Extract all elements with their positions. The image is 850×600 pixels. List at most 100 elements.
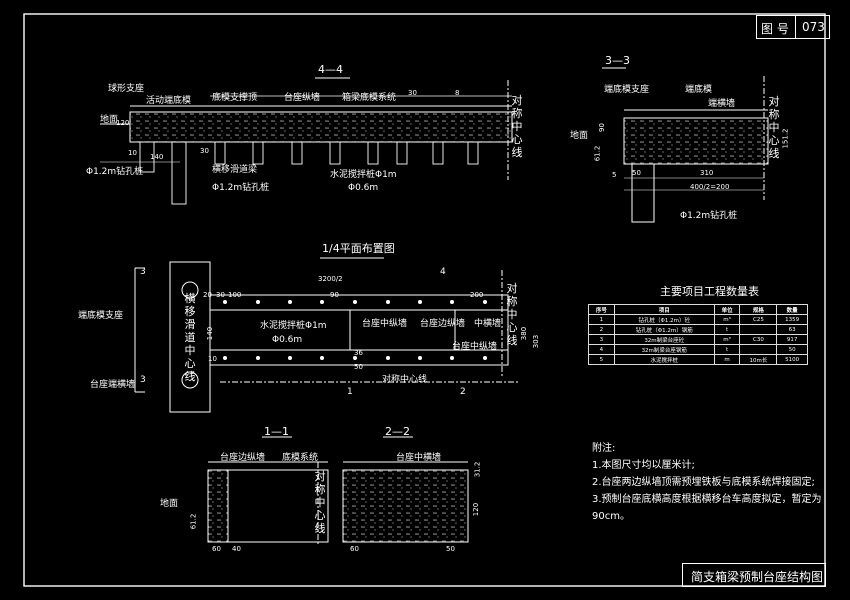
dim-100-plan: 100 [228,291,242,299]
table-cell: t [713,324,741,335]
label-transverse-beam: 横移滑道梁 [212,165,258,175]
dim-380-plan: 380 [520,326,529,341]
label-mid-transverse-wall-22: 台座中横墙 [396,453,442,463]
label-symmetry-axis-11: 对称中心线 [314,470,326,535]
section-1-1 [207,436,329,545]
section-2-2 [342,436,469,543]
table-row: 5 水泥搅拌桩 m 10m长 5100 [588,354,808,365]
dim-50-plan: 50 [354,363,363,371]
col-spec: 规格 [739,304,778,315]
plan-view [134,257,520,413]
table-cell: C25 [739,314,778,325]
section-1-1-title: 1—1 [264,425,289,438]
dim-20-plan: 20 [203,291,212,299]
table-cell: m³ [713,314,741,325]
drawing-number-label: 图 号 [761,22,789,36]
notes-title: 附注: [592,443,616,454]
label-box-bottom-form: 箱梁底模系统 [342,93,397,103]
label-side-long-wall: 台座边纵墙 [420,319,466,329]
plan-marker-1: 1 [347,387,353,397]
label-pedestal-long-wall: 台座纵墙 [284,93,321,103]
table-row: 1 钻孔桩（Φ1.2m）砼 m³ C25 1359 [588,314,808,325]
table-cell: C30 [739,334,778,345]
section-3-3 [602,67,769,223]
drawing-number-value: 073 [802,20,825,34]
quantity-table-header: 序号 项目 单位 规格 数量 [588,304,808,315]
dim-90-plan: 90 [330,291,339,299]
table-cell: 2 [588,324,615,335]
table-cell: 10m长 [739,354,778,365]
table-cell: t [713,344,741,355]
plan-marker-2: 2 [460,387,466,397]
col-qty: 数量 [776,304,808,315]
label-end-transverse-wall-plan: 台座端横墙 [90,380,136,390]
dim-120-44: 120 [116,119,130,127]
dim-61-33: 61.2 [593,145,602,162]
dim-5-33: 5 [612,171,617,179]
drawing-title: 简支箱梁预制台座结构图 [691,570,824,584]
label-center-long-wall: 台座中纵墙 [452,342,498,352]
table-cell: 63 [776,324,808,335]
table-cell: 钻孔桩（Φ1.2m）钢筋 [613,324,715,335]
dim-60-11: 60 [212,545,221,553]
table-cell: 5 [588,354,615,365]
note-item: 3.预制台座底横高度根据横移台车高度拟定，暂定为90cm。 [592,494,822,522]
label-slide-track: 横移滑道中心线 [184,292,196,383]
dim-90-33: 90 [597,123,606,132]
quantity-table: 序号 项目 单位 规格 数量 1 钻孔桩（Φ1.2m）砼 m³ C25 1359… [588,304,808,365]
dim-36-plan: 36 [354,349,363,357]
label-bored-pile-44b: Φ1.2m钻孔桩 [212,183,270,193]
dim-8-44: 8 [455,89,460,97]
table-cell [739,344,778,355]
label-cement-pile-44: 水泥搅拌桩Φ1m [330,170,397,180]
section-4-4 [100,77,513,205]
table-cell: 3 [588,334,615,345]
dim-151-33: 151.2 [781,128,790,149]
table-row: 2 钻孔桩（Φ1.2m）钢筋 t 63 [588,324,808,335]
note-item: 1.本图尺寸均以厘米计; [592,460,695,471]
table-cell [739,324,778,335]
plan-title: 1/4平面布置图 [322,242,395,255]
table-cell: 32m制梁台座钢筋 [613,344,715,355]
label-side-long-wall-11: 台座边纵墙 [220,453,266,463]
table-cell: 钻孔桩（Φ1.2m）砼 [613,314,715,325]
label-symmetry-axis-plan-h: 对称中心线 [382,375,428,385]
col-no: 序号 [588,304,615,315]
table-cell: m [713,354,741,365]
label-symmetry-axis-44: 对称中心线 [511,94,523,159]
table-cell: 1 [588,314,615,325]
quantity-table-title: 主要项目工程数量表 [660,285,759,298]
dim-10-44: 10 [128,149,137,157]
drawing-number-divider [795,16,796,38]
section-3-3-title: 3—3 [605,54,630,67]
table-row: 4 32m制梁台座钢筋 t 50 [588,344,808,355]
dim-50-22: 50 [446,545,455,553]
label-ground-33: 地面 [570,131,589,141]
outer-frame [23,13,826,587]
dim-303-plan: 303 [532,334,541,349]
label-end-bottom-form: 端底模 [685,85,713,95]
label-symmetry-axis-plan-v: 对称中心线 [506,282,518,347]
table-cell: 32m制梁台座砼 [613,334,715,345]
section-4-4-title: 4—4 [318,63,343,76]
label-mid-transverse-wall: 中横墙 [474,319,502,329]
label-ground-44: 地面 [100,115,119,125]
label-cement-pile-dia-plan: Φ0.6m [272,335,303,345]
plan-marker-3-bottom: 3 [140,375,146,385]
note-item: 2.台座两边纵墙顶需预埋铁板与底模系统焊接固定; [592,477,815,488]
table-cell: m³ [713,334,741,345]
label-end-form-bearing: 端底模支座 [78,311,124,321]
section-2-2-title: 2—2 [385,425,410,438]
label-bored-pile-33: Φ1.2m钻孔桩 [680,211,738,221]
dim-61-11: 61.2 [189,513,198,530]
title-block: 简支箱梁预制台座结构图 [682,563,826,587]
dim-60-22: 60 [350,545,359,553]
label-end-form-support: 端底模支座 [604,85,650,95]
label-mid-long-wall: 台座中纵墙 [362,319,408,329]
table-row: 3 32m制梁台座砼 m³ C30 917 [588,334,808,345]
dim-50-33: 50 [632,169,641,177]
table-cell: 917 [776,334,808,345]
plan-marker-4: 4 [440,267,446,277]
table-cell: 5100 [776,354,808,365]
